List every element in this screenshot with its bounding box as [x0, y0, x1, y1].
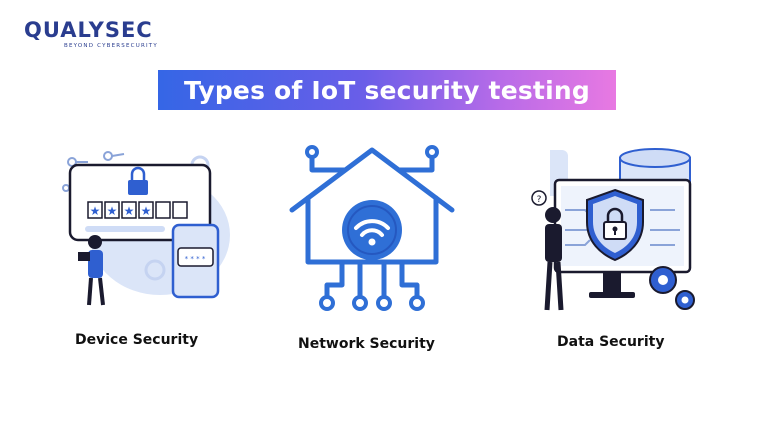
network-house-wifi-icon: [289, 145, 455, 311]
card-device-security: ★ ★ ★ ★ * * * * Device Security: [50, 140, 240, 355]
page-title: Types of IoT security testing: [184, 75, 590, 105]
svg-text:* * * *: * * * *: [185, 255, 206, 263]
card-label-data-security: Data Security: [557, 334, 665, 350]
card-label-network-security: Network Security: [298, 336, 435, 352]
phone-icon: * * * *: [171, 223, 220, 299]
question-bubble-icon: [531, 190, 547, 206]
data-security-illustration: ?: [531, 148, 695, 311]
padlock-icon: [128, 166, 148, 195]
svg-text:?: ?: [537, 195, 542, 205]
brand-tagline: BEYOND CYBERSECURITY: [64, 43, 158, 49]
svg-text:★: ★: [141, 204, 152, 218]
gear-icon: [649, 266, 695, 310]
svg-text:★: ★: [90, 204, 101, 218]
password-field: ★ ★ ★ ★: [87, 201, 188, 219]
card-data-security: ?: [525, 140, 705, 355]
qualysec-logo: QUALYSEC BEYOND CYBERSECURITY: [24, 18, 164, 52]
title-banner: Types of IoT security testing: [158, 70, 616, 110]
brand-name: QUALYSEC: [24, 18, 153, 42]
card-network-security: Network Security: [282, 140, 462, 360]
svg-text:★: ★: [124, 204, 135, 218]
svg-text:★: ★: [107, 204, 118, 218]
device-security-illustration: ★ ★ ★ ★ * * * *: [62, 151, 230, 306]
person-illustration: [78, 235, 105, 306]
person-illustration: [544, 207, 564, 311]
shield-lock-icon: [586, 188, 644, 262]
card-label-device-security: Device Security: [75, 332, 199, 348]
